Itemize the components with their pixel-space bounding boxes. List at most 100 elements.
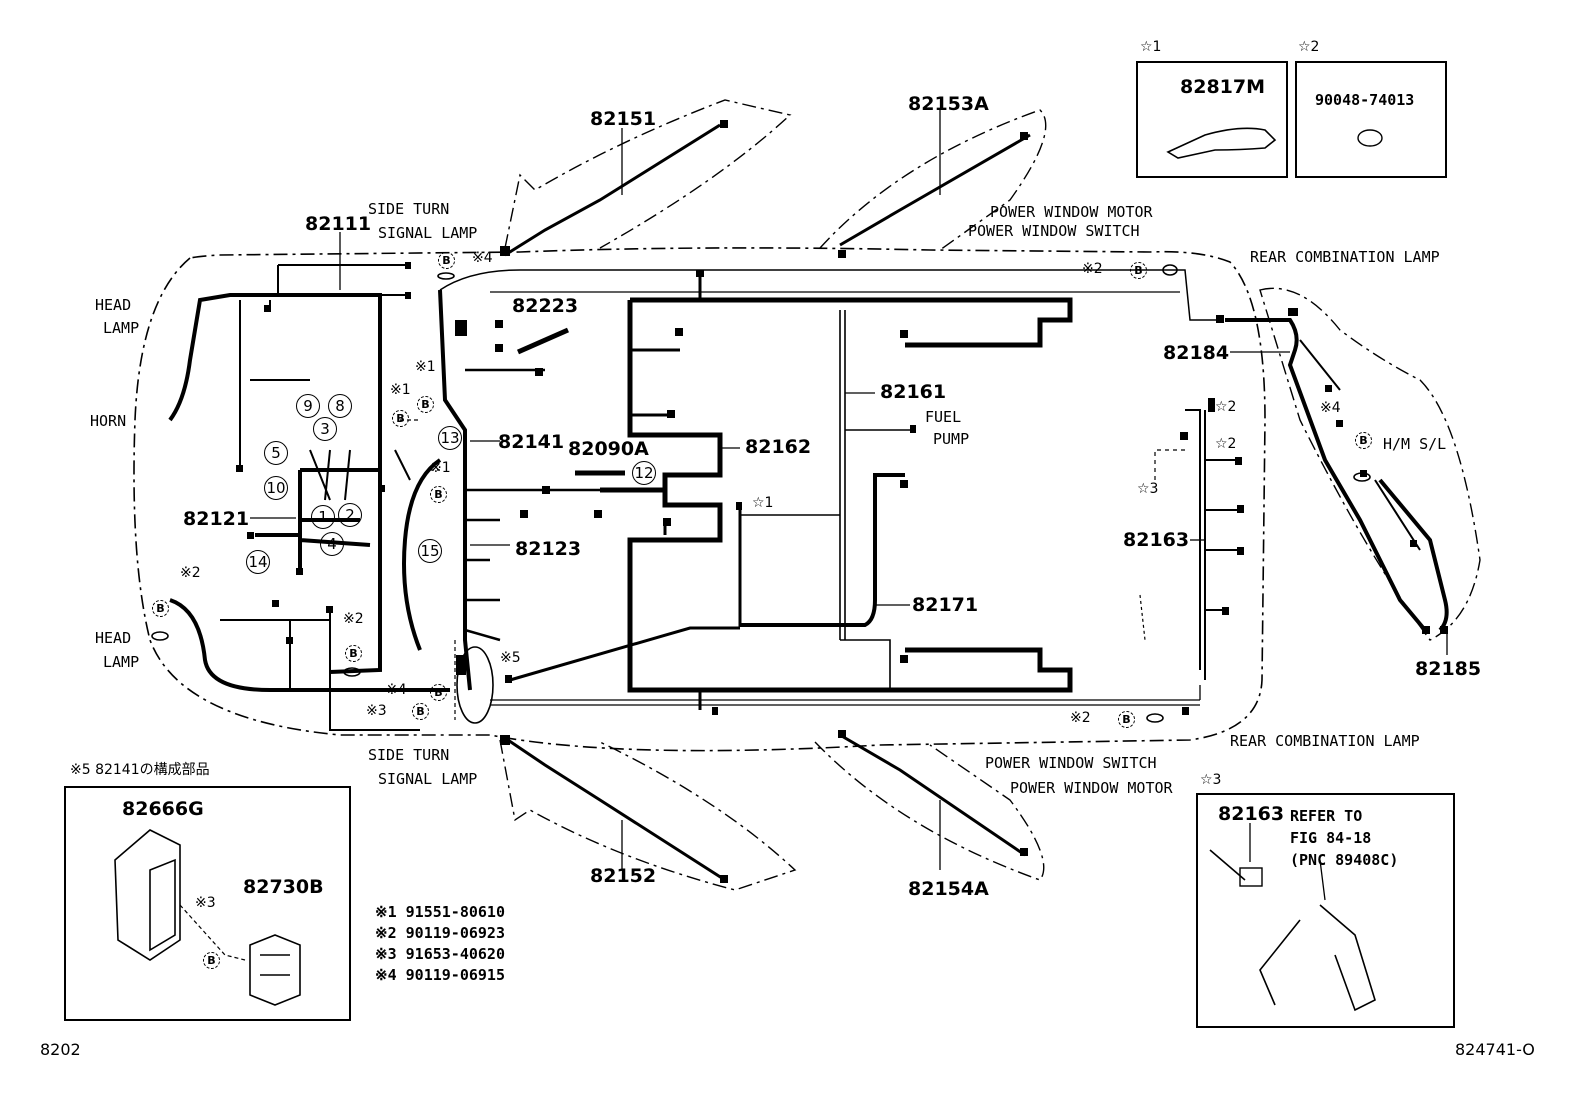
part-82154A: 82154A [908, 878, 989, 900]
harness-82153A [839, 133, 1031, 247]
part-90048-74013: 90048-74013 [1315, 91, 1415, 109]
marker-k1-c: ※1 [430, 460, 451, 476]
note-82141-components: ※5 82141の構成部品 [70, 762, 210, 778]
caption-rear-comb-top: REAR COMBINATION LAMP [1250, 248, 1440, 266]
legend-row: ※4 90119-06915 [375, 968, 505, 983]
part-82141: 82141 [498, 431, 565, 453]
bolt-marker: B [430, 684, 447, 701]
marker-star3-body: ☆3 [1137, 481, 1159, 497]
caption-refer-3: (PNC 89408C) [1290, 851, 1399, 869]
part-82123: 82123 [515, 538, 582, 560]
illus-90048 [1357, 129, 1383, 147]
vehicle-body-outline [133, 247, 1266, 752]
bolt-marker: B [417, 396, 434, 413]
marker-k1-b: ※1 [390, 382, 411, 398]
caption-side-turn-top-2: SIGNAL LAMP [378, 224, 478, 242]
illus-height-sensor [1209, 849, 1376, 1012]
bolt-marker: B [1130, 262, 1147, 279]
bolt-marker: B [1118, 711, 1135, 728]
caption-pw-top-1: POWER WINDOW MOTOR [990, 203, 1153, 221]
tailgate-outline [1259, 287, 1481, 641]
marker-k5: ※5 [500, 650, 521, 666]
part-82817M: 82817M [1180, 76, 1266, 98]
legend-key: ※3 [375, 945, 397, 963]
harness-82154A [839, 733, 1026, 857]
illus-82817M [1166, 127, 1277, 159]
harness-82141 [438, 289, 472, 691]
legend-value: 90119-06923 [405, 924, 505, 942]
front-door-bottom-outline [499, 739, 797, 891]
harness-82111 [168, 293, 382, 674]
legend-key: ※4 [375, 966, 397, 984]
harness-82163 [1185, 409, 1240, 680]
inset-box-82163-ref [1196, 793, 1455, 1028]
circled-14: 14 [246, 550, 270, 574]
inset-box-90048 [1295, 61, 1447, 178]
front-door-top-outline [504, 99, 792, 249]
caption-side-turn-bottom-1: SIDE TURN [368, 746, 450, 764]
caption-rear-comb-bottom: REAR COMBINATION LAMP [1230, 732, 1420, 750]
bolt-marker: B [412, 703, 429, 720]
part-82666G: 82666G [122, 798, 204, 820]
part-82171: 82171 [912, 594, 979, 616]
marker-star2-inset: ☆2 [1298, 39, 1320, 55]
legend-row: ※2 90119-06923 [375, 926, 505, 941]
legend-value: 91653-40620 [405, 945, 505, 963]
part-82121: 82121 [183, 508, 250, 530]
marker-k1-a: ※1 [415, 359, 436, 375]
harness-82171 [740, 473, 905, 627]
marker-k2-mid: ※2 [343, 611, 364, 627]
marker-k4-top: ※4 [472, 250, 493, 266]
part-82184: 82184 [1163, 342, 1230, 364]
legend-row: ※3 91653-40620 [375, 947, 505, 962]
caption-side-turn-top-1: SIDE TURN [368, 200, 450, 218]
circled-10: 10 [264, 476, 288, 500]
bolt-marker: B [152, 600, 169, 617]
caption-head-lamp-top-1: HEAD [95, 296, 132, 314]
caption-horn: HORN [90, 412, 127, 430]
legend-value: 90119-06915 [405, 966, 505, 984]
caption-hm-sl: H/M S/L [1383, 435, 1447, 453]
inset-box-82817M [1136, 61, 1288, 178]
rear-door-bottom-outline [814, 741, 1045, 881]
bolt-marker: B [345, 645, 362, 662]
caption-fuel-2: PUMP [933, 430, 970, 448]
part-82111: 82111 [305, 213, 372, 235]
part-82163-inset: 82163 [1218, 803, 1285, 825]
part-82185: 82185 [1415, 658, 1482, 680]
caption-refer-1: REFER TO [1290, 807, 1363, 825]
circled-3: 3 [313, 417, 337, 441]
marker-star3-inset: ☆3 [1200, 772, 1222, 788]
harness-bottom-left [169, 598, 450, 692]
inset-box-82141-parts [64, 786, 351, 1021]
circled-15: 15 [418, 539, 442, 563]
marker-k4-bottom: ※4 [386, 682, 407, 698]
bolt-marker: B [203, 952, 220, 969]
bolt-marker: B [1355, 432, 1372, 449]
caption-pw-bottom-1: POWER WINDOW SWITCH [985, 754, 1157, 772]
harness-82184 [1225, 318, 1427, 632]
harness-82162 [600, 297, 1073, 693]
circled-13: 13 [438, 426, 462, 450]
harness-82152 [504, 736, 726, 882]
legend-key: ※2 [375, 924, 397, 942]
marker-star2-b: ☆2 [1215, 436, 1237, 452]
marker-k4-rear: ※4 [1320, 400, 1341, 416]
part-82162: 82162 [745, 436, 812, 458]
bolt-marker: B [392, 410, 409, 427]
caption-refer-2: FIG 84-18 [1290, 829, 1372, 847]
part-82223: 82223 [512, 295, 579, 317]
harness-82151 [504, 123, 721, 257]
circled-5: 5 [264, 441, 288, 465]
marker-star1-floor: ☆1 [752, 495, 774, 511]
marker-k3-inset: ※3 [195, 895, 216, 911]
bolt-marker: B [430, 486, 447, 503]
fastener-legend: ※1 91551-80610 ※2 90119-06923 ※3 91653-4… [375, 905, 505, 983]
legend-key: ※1 [375, 903, 397, 921]
circled-12: 12 [632, 461, 656, 485]
footer-drawing-number: 824741-O [1455, 1040, 1535, 1059]
circled-4: 4 [320, 532, 344, 556]
circled-1: 1 [311, 505, 335, 529]
marker-star2-a: ☆2 [1215, 399, 1237, 415]
